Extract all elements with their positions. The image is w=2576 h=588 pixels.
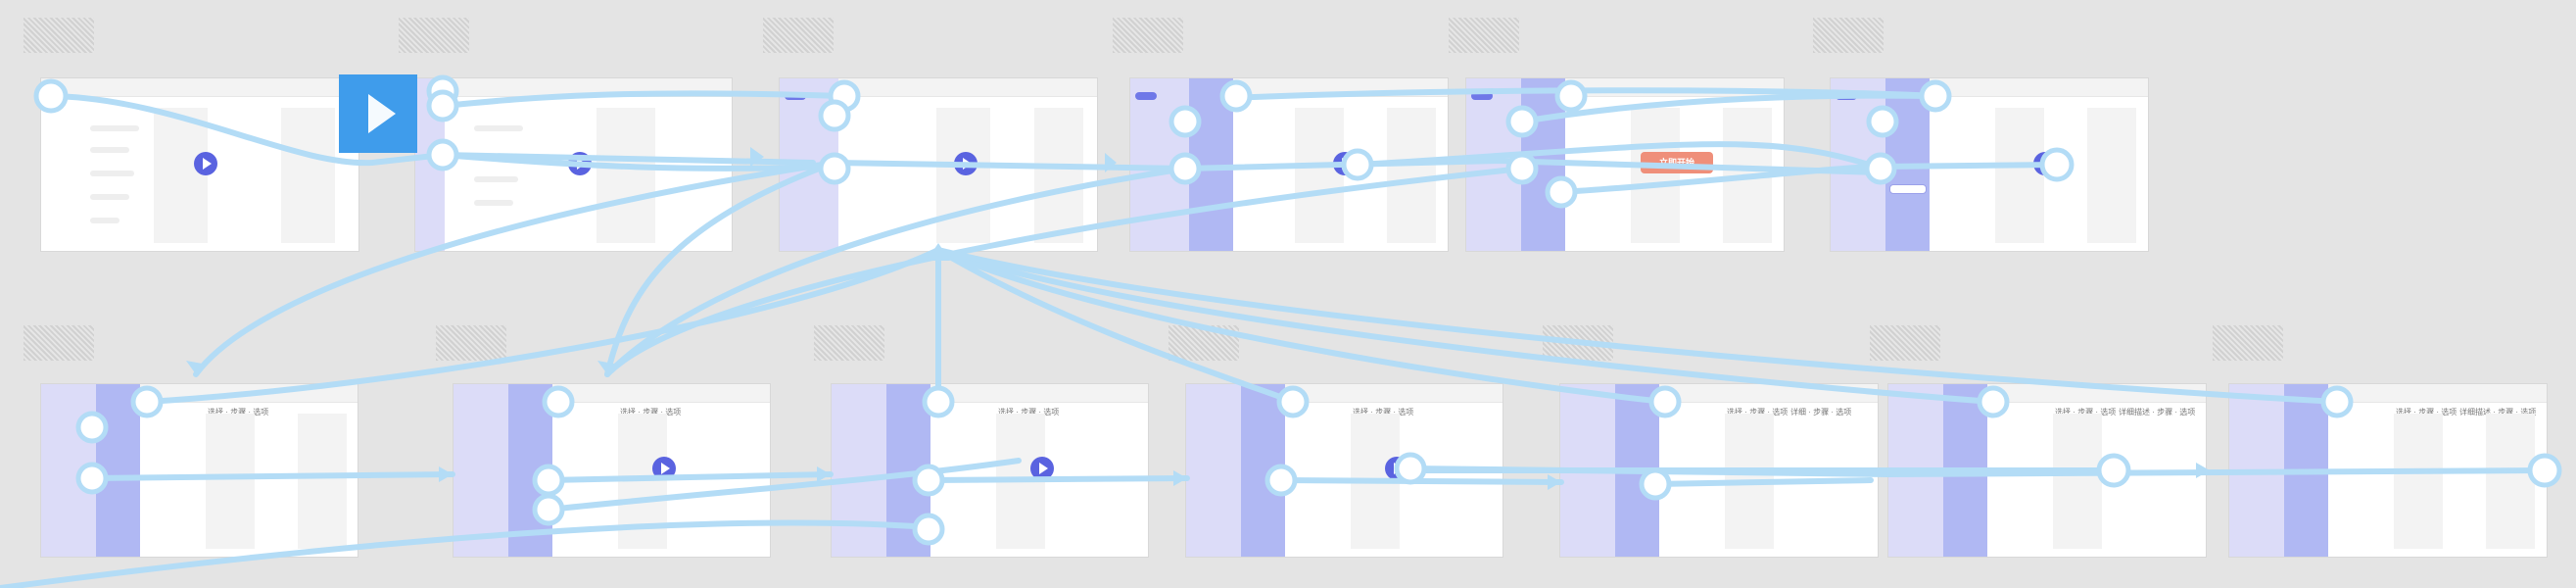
screen-thumbnail[interactable]: [24, 325, 94, 361]
table-header: 选择 · 步骤 · 选项: [2396, 408, 2457, 416]
table-column: [2486, 414, 2535, 549]
table-column: [1631, 108, 1680, 243]
table-column: [1295, 108, 1344, 243]
screen-frame-9[interactable]: 选择 · 步骤 · 选项: [832, 384, 1148, 557]
screen-thumbnail[interactable]: [436, 325, 506, 361]
screen-thumbnail[interactable]: [1449, 18, 1519, 53]
table-header: 选择 · 步骤 · 选项: [208, 408, 269, 416]
table-header: 详细描述 · 步骤 · 选项: [2459, 408, 2537, 416]
toolbar: [41, 78, 358, 97]
screen-frame-1[interactable]: [41, 78, 358, 251]
screen-thumbnail[interactable]: [1813, 18, 1884, 53]
list-item: [90, 194, 129, 200]
table-header: 详细 · 步骤 · 选项: [1790, 408, 1852, 416]
table-column: [936, 108, 990, 243]
table-header: 选择 · 步骤 · 选项: [1353, 408, 1414, 416]
sidebar: [453, 384, 508, 557]
toolbar: [1930, 78, 2148, 97]
table-column: [1387, 108, 1436, 243]
table-header: 选择 · 步骤 · 选项: [620, 408, 682, 416]
table-header: 选择 · 步骤 · 选项: [2055, 408, 2117, 416]
toolbar: [930, 384, 1148, 403]
screen-thumbnail[interactable]: [2213, 325, 2283, 361]
list-item: [474, 125, 523, 131]
table-column: [206, 414, 255, 549]
table-column: [2087, 108, 2136, 243]
sidebar: [832, 384, 886, 557]
play-icon[interactable]: [339, 74, 417, 153]
table-header: 详细描述 · 步骤 · 选项: [2119, 408, 2196, 416]
screen-thumbnail[interactable]: [814, 325, 884, 361]
toolbar: [552, 384, 770, 403]
table-column: [2394, 414, 2443, 549]
screen-thumbnail[interactable]: [399, 18, 469, 53]
table-column: [1034, 108, 1083, 243]
table-column: [298, 414, 347, 549]
table-column: [2053, 414, 2102, 549]
play-icon[interactable]: [1030, 457, 1054, 480]
list-item: [90, 125, 139, 131]
table-header: 选择 · 步骤 · 选项: [1727, 408, 1789, 416]
table-column: [281, 108, 335, 243]
sidebar: [1186, 384, 1241, 557]
screen-thumbnail[interactable]: [1113, 18, 1183, 53]
list-item: [474, 200, 513, 206]
sidebar-field[interactable]: [1889, 184, 1927, 194]
toolbar: [1285, 384, 1503, 403]
table-header: 选择 · 步骤 · 选项: [998, 408, 1060, 416]
list-item: [90, 147, 129, 153]
nav-pill[interactable]: [1135, 92, 1157, 100]
table-column: [596, 108, 655, 243]
play-icon[interactable]: [194, 152, 217, 175]
screen-thumbnail[interactable]: [763, 18, 834, 53]
screen-thumbnail[interactable]: [1870, 325, 1940, 361]
screen-thumbnail[interactable]: [24, 18, 94, 53]
list-item: [474, 176, 518, 182]
toolbar: [2328, 384, 2547, 403]
list-item: [90, 171, 134, 176]
nav-pill[interactable]: [1471, 92, 1493, 100]
toolbar: [838, 78, 1097, 97]
list-item: [90, 218, 119, 223]
table-column: [154, 108, 208, 243]
table-column: [1995, 108, 2044, 243]
